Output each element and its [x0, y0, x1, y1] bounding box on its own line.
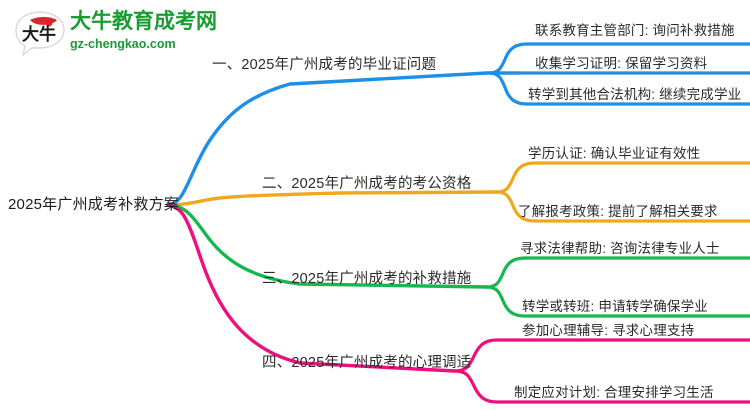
logo-title: 大牛教育成考网 [70, 10, 217, 33]
edge-branch-4-leaf-2 [453, 369, 750, 404]
leaf-node-4-1[interactable]: 参加心理辅导: 寻求心理支持 [522, 323, 695, 338]
edge-root-to-branch-3 [166, 203, 489, 289]
leaf-node-3-1[interactable]: 寻求法律帮助: 咨询法律专业人士 [520, 241, 720, 256]
leaf-node-3-2[interactable]: 转学或转班: 申请转学确保学业 [522, 299, 709, 314]
leaf-node-2-2[interactable]: 了解报考政策: 提前了解相关要求 [518, 204, 718, 219]
edge-root-to-branch-4 [166, 203, 457, 373]
branch-node-4[interactable]: 四、2025年广州成考的心理调适 [262, 355, 472, 371]
leaf-node-1-3[interactable]: 转学到其他合法机构: 继续完成学业 [528, 87, 742, 102]
leaf-node-1-1[interactable]: 联系教育主管部门: 询问补救措施 [535, 23, 735, 38]
leaf-node-2-1[interactable]: 学历认证: 确认毕业证有效性 [528, 146, 701, 161]
edge-root-to-branch-1 [166, 71, 489, 207]
logo-text-block: 大牛教育成考网 gz-chengkao.com [70, 10, 234, 52]
edge-branch-2-leaf-2 [495, 190, 750, 223]
branch-node-1[interactable]: 一、2025年广州成考的毕业证问题 [212, 57, 437, 73]
edge-branch-3-leaf-2 [485, 285, 750, 318]
edge-branch-1-leaf-3 [487, 71, 750, 106]
edge-branch-2-leaf-1 [495, 161, 750, 194]
svg-text:大牛: 大牛 [22, 24, 56, 44]
branch-node-3[interactable]: 三、2025年广州成考的补救措施 [262, 271, 472, 287]
site-logo: 大牛 大牛教育成考网 gz-chengkao.com [14, 8, 234, 60]
leaf-node-4-2[interactable]: 制定应对计划: 合理安排学习生活 [514, 385, 714, 400]
edge-branch-1-leaf-1 [487, 42, 750, 75]
branch-node-2[interactable]: 二、2025年广州成考的考公资格 [262, 176, 472, 192]
edge-branch-3-leaf-1 [485, 256, 750, 289]
logo-mark-icon: 大牛 [15, 11, 65, 56]
logo-subtitle: gz-chengkao.com [70, 37, 176, 51]
edge-root-to-branch-2 [166, 190, 499, 207]
root-node[interactable]: 2025年广州成考补救方案 [8, 196, 179, 213]
leaf-node-1-2[interactable]: 收集学习证明: 保留学习资料 [535, 56, 708, 71]
edge-branch-4-leaf-1 [453, 338, 750, 373]
